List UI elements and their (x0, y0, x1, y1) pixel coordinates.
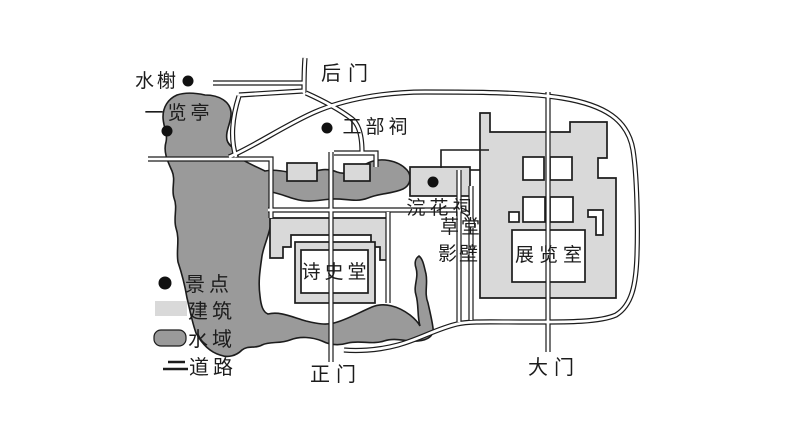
map-legend: 景点 建筑 水域 道路 (153, 273, 237, 379)
huanhua-shrine-dot (427, 176, 439, 188)
legend-dot-icon (158, 276, 172, 290)
legend-label-building: 建筑 (188, 300, 236, 323)
small-building-east (343, 163, 371, 182)
exhibition-courtyard-a2 (549, 156, 573, 181)
legend-road-swatch (163, 360, 188, 371)
gongbu-shrine-dot (321, 122, 333, 134)
legend-label-water: 水域 (188, 328, 236, 351)
exhibition-courtyard-lshape (587, 209, 604, 236)
yilan-pavilion-dot (161, 125, 173, 137)
legend-label-spot: 景点 (185, 273, 233, 296)
exhibition-courtyard-a1 (522, 156, 545, 181)
legend-building-swatch (155, 301, 187, 316)
legend-water-swatch (153, 329, 187, 347)
label-poetry-hall: 诗史堂 (301, 261, 370, 283)
scenic-spot-dots (161, 75, 439, 188)
courtyard-walls (440, 149, 489, 171)
label-water-pavilion: 水榭 (135, 70, 179, 92)
label-main-gate: 正门 (310, 363, 362, 386)
buildings (269, 112, 617, 304)
place-labels: 水榭 一览亭 后门 工部祠 浣花祠 草堂 影壁 诗史堂 展览室 正门 大门 (135, 62, 587, 386)
label-screen-wall-line1: 草堂 (440, 216, 482, 238)
exhibition-courtyard-small (508, 211, 520, 223)
legend-label-road: 道路 (189, 356, 237, 379)
label-back-gate: 后门 (321, 62, 375, 85)
label-gongbu-shrine: 工部祠 (342, 116, 411, 138)
exhibition-courtyard-b1 (522, 196, 546, 223)
label-grand-gate: 大门 (528, 356, 580, 379)
label-huanhua-shrine: 浣花祠 (406, 197, 475, 219)
exhibition-courtyard-b2 (549, 196, 574, 223)
wall-near-huanhua (440, 149, 489, 168)
small-building-west (286, 162, 318, 182)
label-exhibition-room: 展览室 (515, 244, 587, 266)
label-screen-wall-line2: 影壁 (438, 243, 480, 265)
poetry-hall-courtyard (300, 249, 369, 294)
label-yilan-pavilion: 一览亭 (144, 102, 213, 124)
water-pavilion-dot (182, 75, 194, 87)
